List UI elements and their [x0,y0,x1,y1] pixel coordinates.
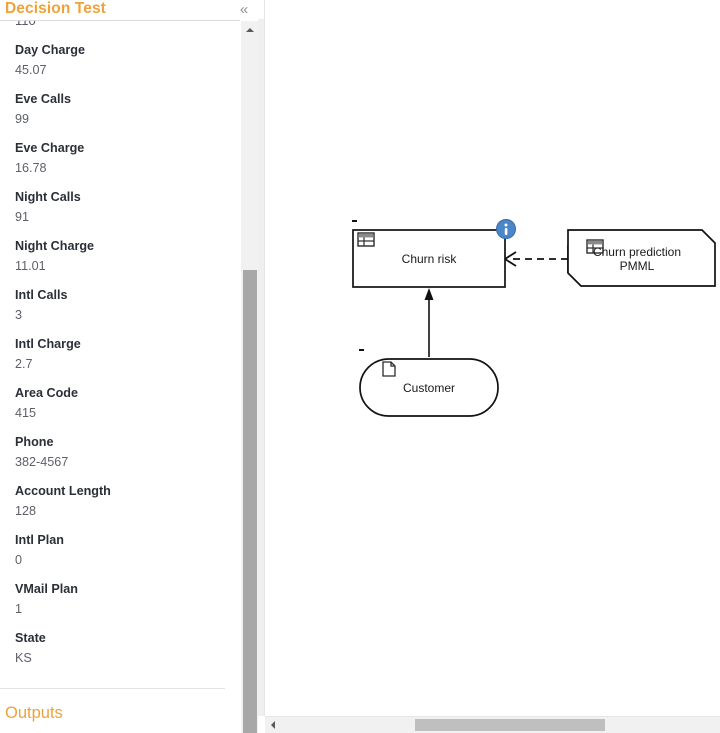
field-label: Day Charge [15,43,85,57]
field-intl-calls: Intl Calls 3 [0,274,240,323]
field-value[interactable]: 45.07 [15,63,47,77]
field-eve-calls: Eve Calls 99 [0,78,240,127]
outputs-section-title: Outputs [5,704,63,722]
field-intl-charge: Intl Charge 2.7 [0,323,240,372]
field-night-charge: Night Charge 11.01 [0,225,240,274]
field-phone: Phone 382-4567 [0,421,240,470]
section-divider [0,688,225,689]
field-label: Intl Plan [15,533,64,547]
document-icon [382,361,396,377]
field-value[interactable]: 1 [15,602,23,616]
field-value[interactable]: 128 [15,504,37,518]
field-eve-charge: Eve Charge 16.78 [0,127,240,176]
field-value[interactable]: 91 [15,210,30,224]
field-label: Night Calls [15,190,81,204]
dmn-diagram-canvas[interactable]: Churn risk Churn prediction PMM [265,0,720,716]
canvas-horizontal-scrollbar[interactable] [265,717,720,733]
node-label: Customer [403,381,455,395]
field-label: VMail Plan [15,582,78,596]
triangle-up-icon[interactable] [241,21,258,38]
field-area-code: Area Code 415 [0,372,240,421]
panel-edge-shade [258,0,265,716]
chevron-double-left-icon[interactable]: « [239,1,249,18]
output-churn-risk: Churn risk 0 [0,723,240,733]
field-value[interactable]: 99 [15,112,30,126]
field-label: Eve Calls [15,92,72,106]
canvas-bottom-border [265,716,720,717]
field-label: Intl Calls [15,288,68,302]
field-label: Night Charge [15,239,95,253]
decision-table-icon [586,239,604,254]
field-label: Phone [15,435,54,449]
field-value[interactable]: 3 [15,308,23,322]
panel-right-border [264,0,265,716]
node-label-line1: Churn prediction [593,245,681,259]
decision-test-panel: Decision Test « 110 Day Charge 45.07 Eve… [0,0,258,733]
node-churn-prediction-pmml[interactable]: Churn prediction PMML [567,229,716,287]
field-label: State [15,631,46,645]
field-account-length: Account Length 128 [0,470,240,519]
field-value[interactable]: 2.7 [15,357,33,371]
triangle-left-icon[interactable] [265,717,281,733]
field-value[interactable]: KS [15,651,32,665]
field-night-calls: Night Calls 91 [0,176,240,225]
field-value[interactable]: 16.78 [15,161,47,175]
node-label: Churn risk [402,252,458,266]
decision-table-icon [357,232,375,247]
output-label: Churn risk [5,723,240,733]
node-corner-handle [359,349,364,351]
field-state: State KS [0,617,240,666]
field-label: Area Code [15,386,78,400]
info-badge-icon[interactable] [496,219,516,239]
field-intl-plan: Intl Plan 0 [0,519,240,568]
panel-scroll-viewport: 110 Day Charge 45.07 Eve Calls 99 Eve Ch… [0,21,240,733]
field-label: Account Length [15,484,111,498]
header-divider [0,20,240,21]
edge-pmml-to-churn-risk[interactable] [503,245,569,273]
field-vmail-plan: VMail Plan 1 [0,568,240,617]
field-value[interactable]: 382-4567 [15,455,69,469]
panel-header: Decision Test « [0,0,258,20]
vertical-scrollbar-thumb[interactable] [243,270,257,733]
node-corner-handle [352,220,357,222]
field-value[interactable]: 415 [15,406,37,420]
page-title: Decision Test [5,0,106,17]
field-label: Intl Charge [15,337,81,351]
edge-customer-to-churn-risk[interactable] [424,288,434,357]
field-value[interactable]: 0 [15,553,23,567]
field-value[interactable]: 11.01 [15,259,46,273]
panel-vertical-scrollbar[interactable] [240,21,258,733]
field-label: Eve Charge [15,141,85,155]
node-customer[interactable]: Customer [359,349,499,417]
clipped-previous-value: 110 [0,21,240,29]
panel-edge-top [258,0,265,19]
panel-content: 110 Day Charge 45.07 Eve Calls 99 Eve Ch… [0,21,240,733]
horizontal-scrollbar-thumb[interactable] [415,719,605,731]
node-label-line2: PMML [620,259,655,273]
node-churn-risk[interactable]: Churn risk [352,220,506,288]
field-day-charge: Day Charge 45.07 [0,29,240,78]
